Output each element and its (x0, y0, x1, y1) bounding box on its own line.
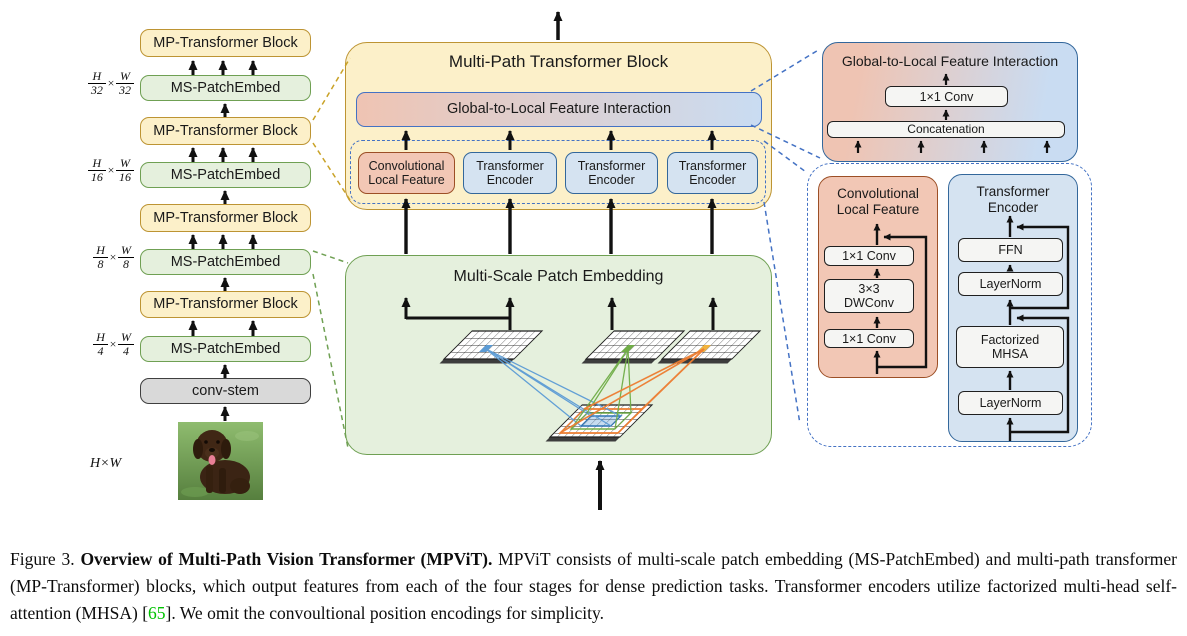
clf-1x1-conv-bottom-box: 1×1 Conv (824, 329, 914, 348)
ms-patchembed-stage1: MS-PatchEmbed (140, 336, 311, 362)
transformer-encoder-detail-title: Transformer Encoder (976, 184, 1050, 215)
te-layernorm-lower-box: LayerNorm (958, 391, 1063, 415)
ms-patchembed-stage4: MS-PatchEmbed (140, 75, 311, 101)
mp-transformer-block-stage2: MP-Transformer Block (140, 204, 311, 232)
caption-body-a: MPViT consists of multi-scale patch embe… (10, 549, 1177, 623)
mp-transformer-block-stage4: MP-Transformer Block (140, 29, 311, 57)
convolutional-local-feature-path: Convolutional Local Feature (358, 152, 455, 194)
figure-caption: Figure 3. Overview of Multi-Path Vision … (10, 546, 1177, 627)
gli-detail-title: Global-to-Local Feature Interaction (841, 53, 1059, 69)
citation-65[interactable]: 65 (148, 603, 166, 623)
ms-patchembed-stage2: MS-PatchEmbed (140, 249, 311, 275)
conv-stem-block: conv-stem (140, 378, 311, 404)
mp-transformer-block-stage1: MP-Transformer Block (140, 291, 311, 318)
clf-1x1-conv-top-box: 1×1 Conv (824, 246, 914, 266)
transformer-encoder-path-1: Transformer Encoder (463, 152, 557, 194)
gli-1x1-conv-box: 1×1 Conv (885, 86, 1008, 107)
transformer-encoder-path-2: Transformer Encoder (565, 152, 658, 194)
caption-body-b: ]. We omit the convoultional position en… (165, 603, 605, 623)
caption-bold-title: Overview of Multi-Path Vision Transforme… (80, 549, 493, 569)
te-layernorm-upper-box: LayerNorm (958, 272, 1063, 296)
ms-patchembed-stage3: MS-PatchEmbed (140, 162, 311, 188)
te-ffn-box: FFN (958, 238, 1063, 262)
caption-figure-label: Figure 3. (10, 549, 81, 569)
left-stack-arrows (188, 60, 258, 421)
gli-concatenation-box: Concatenation (827, 121, 1065, 138)
mp-transformer-block-stage3: MP-Transformer Block (140, 117, 311, 145)
input-size-label: H×W (90, 456, 122, 471)
multi-scale-patch-embedding-title: Multi-Scale Patch Embedding (453, 268, 664, 285)
conv-local-feature-detail-title: Convolutional Local Feature (836, 186, 920, 217)
multi-path-transformer-block-title: Multi-Path Transformer Block (448, 52, 669, 71)
transformer-encoder-path-3: Transformer Encoder (667, 152, 758, 194)
input-image-dog (178, 422, 263, 500)
global-to-local-feature-interaction-bar: Global-to-Local Feature Interaction (356, 92, 762, 127)
te-factorized-mhsa-box: Factorized MHSA (956, 326, 1064, 368)
path-details-dashed-region (807, 163, 1092, 447)
clf-3x3-dwconv-box: 3×3 DWConv (824, 279, 914, 313)
